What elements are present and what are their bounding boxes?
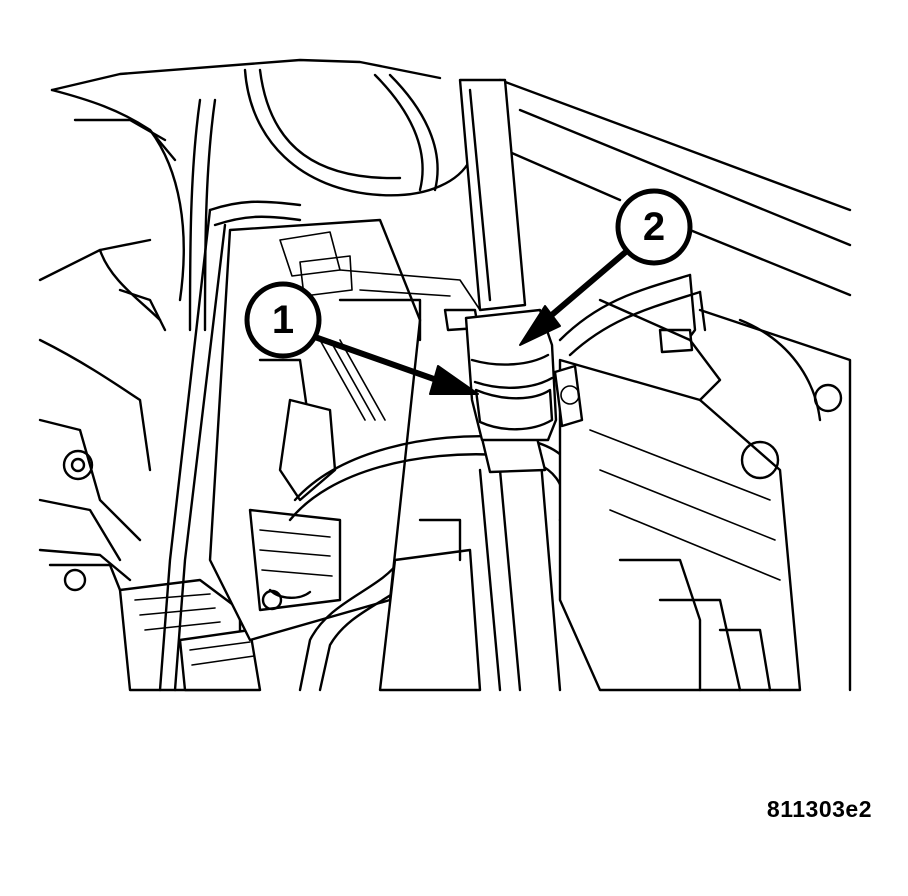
engine-bay-linework	[38, 58, 852, 692]
callout-1: 1	[244, 281, 322, 359]
callout-2-number: 2	[643, 205, 665, 249]
callout-1-number: 1	[272, 298, 294, 342]
callout-2-arrow	[519, 247, 631, 346]
retaining-clip	[474, 388, 554, 431]
callout-1-arrow	[309, 333, 479, 395]
figure-id-label: 811303e2	[766, 796, 872, 822]
callout-2: 2	[615, 188, 693, 266]
